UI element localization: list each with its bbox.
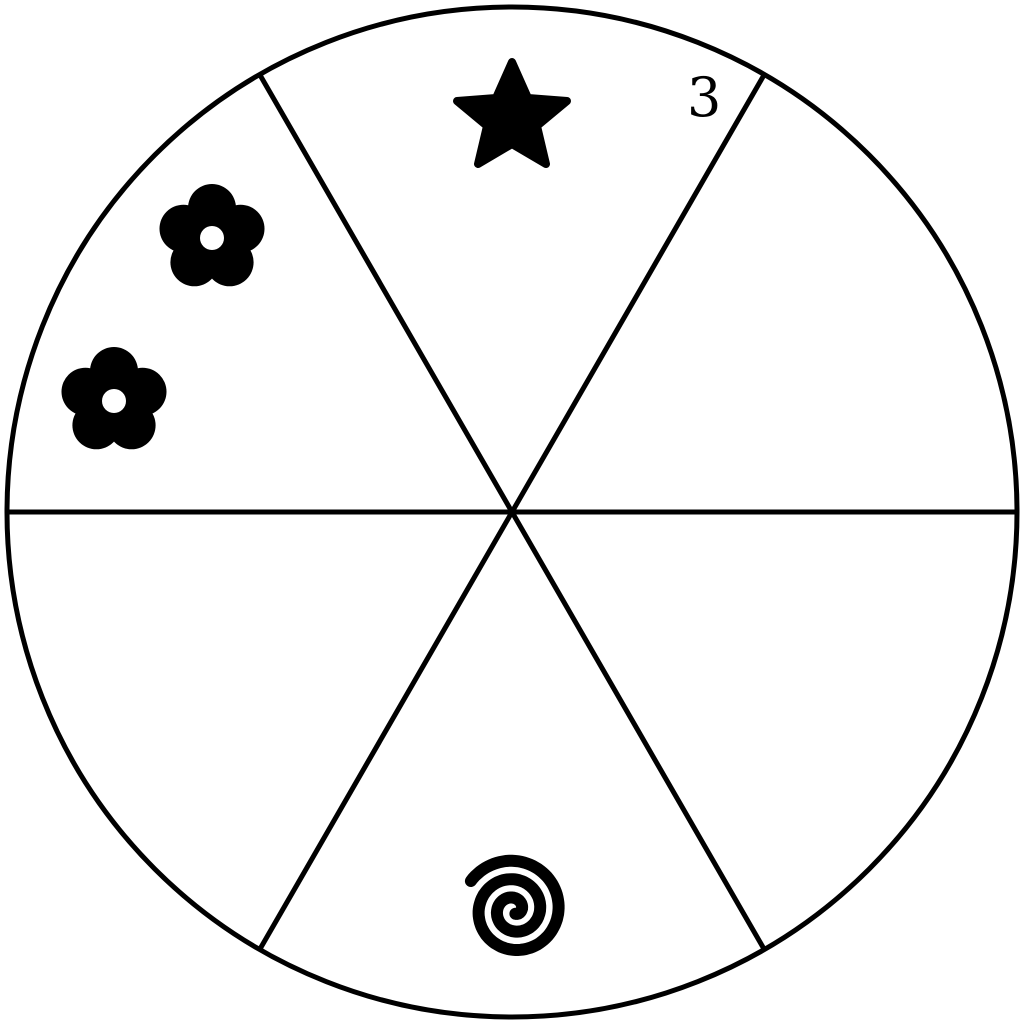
divider-diagonal-b bbox=[257, 73, 767, 951]
spiral-icon bbox=[464, 854, 565, 956]
star-icon bbox=[453, 58, 571, 168]
sector-number-label: 3 bbox=[687, 66, 721, 129]
flower-icon bbox=[61, 347, 167, 450]
flower-icon bbox=[159, 184, 265, 287]
